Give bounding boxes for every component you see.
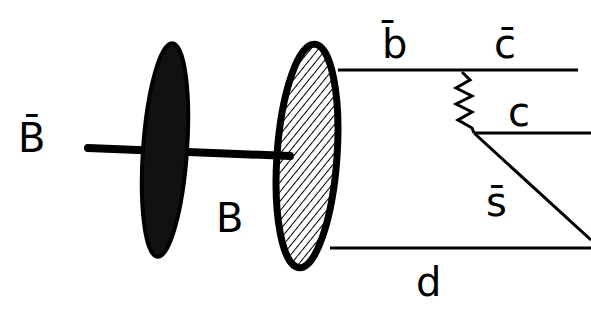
quark-line (330, 247, 591, 250)
quark-line (338, 69, 578, 72)
quark-line (474, 132, 591, 135)
quark-label: d (416, 262, 441, 302)
meson-disk (269, 42, 344, 270)
quark-label: s̄ (486, 182, 507, 222)
meson-label: B̄ (18, 118, 45, 158)
w-boson-line (456, 72, 474, 133)
anti-meson-disk (136, 42, 195, 259)
quark-label: c (508, 92, 530, 132)
quark-label: c̄ (494, 24, 516, 64)
quark-line (474, 133, 591, 240)
meson-label: B (216, 198, 243, 238)
quark-label: b̄ (382, 24, 407, 64)
